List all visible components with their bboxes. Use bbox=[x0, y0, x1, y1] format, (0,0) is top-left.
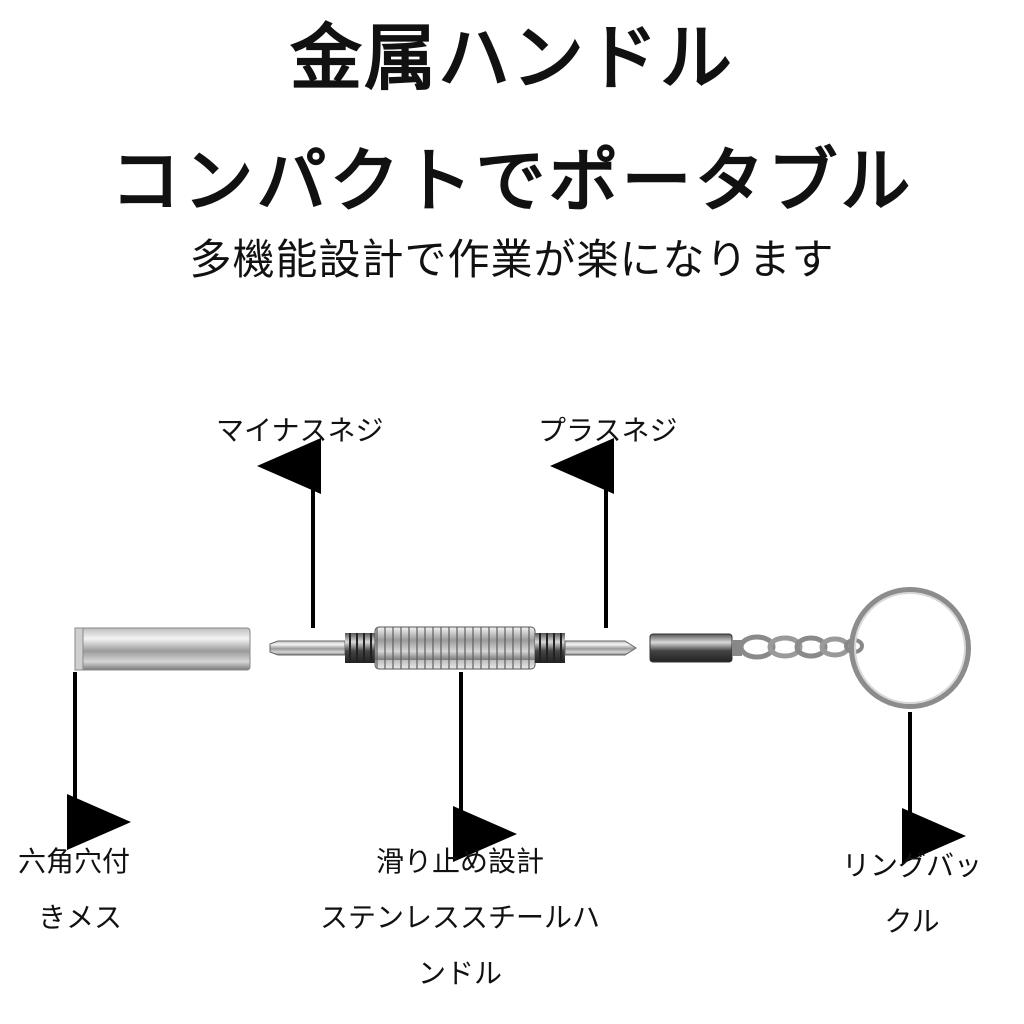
label-handle: 滑り止め設計 ステンレススチールハ ンドル bbox=[300, 834, 620, 1002]
cap-part bbox=[74, 627, 251, 671]
label-handle-line1: 滑り止め設計 bbox=[375, 845, 544, 878]
subtitle: 多機能設計で作業が楽になります bbox=[189, 235, 835, 284]
label-ring: リングバッ クル bbox=[832, 838, 992, 950]
label-ring-line1: リングバッ bbox=[841, 849, 982, 882]
label-ring-line2: クル bbox=[884, 905, 940, 938]
label-cap: 六角穴付 きメス bbox=[18, 834, 130, 946]
heading-line2: コンパクトでポータブル bbox=[110, 140, 914, 222]
label-handle-line3: ンドル bbox=[417, 957, 502, 990]
label-handle-line2: ステンレススチールハ bbox=[319, 901, 600, 934]
label-minus-screw: マイナスネジ bbox=[216, 414, 384, 447]
label-plus-screw: プラスネジ bbox=[538, 414, 678, 447]
label-cap-line1: 六角穴付 bbox=[18, 845, 131, 878]
keyring-part bbox=[649, 587, 971, 709]
screwdriver-part bbox=[269, 626, 637, 670]
label-cap-line2: きメス bbox=[38, 901, 123, 934]
heading-line1: 金属ハンドル bbox=[289, 16, 734, 100]
